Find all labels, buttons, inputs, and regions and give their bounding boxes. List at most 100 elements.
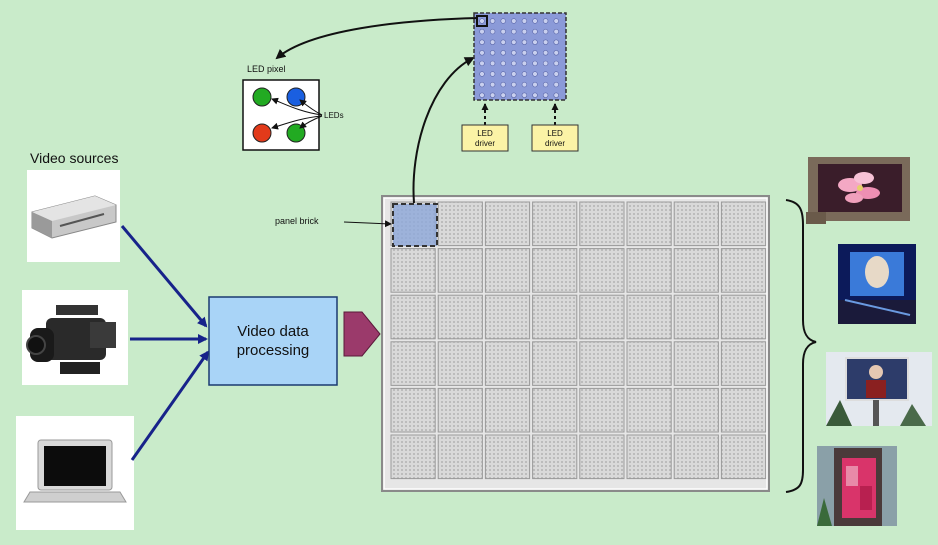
panel-brick bbox=[579, 201, 625, 247]
leds-label: LEDs bbox=[324, 111, 344, 120]
panel-brick bbox=[673, 294, 719, 340]
video-sources-label: Video sources bbox=[30, 150, 118, 166]
panel-brick bbox=[673, 248, 719, 293]
module-led bbox=[479, 60, 485, 67]
led-module bbox=[473, 12, 567, 101]
module-led bbox=[532, 18, 538, 24]
panel-brick bbox=[720, 341, 767, 386]
module-led bbox=[489, 39, 496, 45]
module-led bbox=[532, 28, 538, 35]
panel-brick bbox=[390, 248, 436, 293]
panel-brick bbox=[532, 387, 578, 433]
panel-brick bbox=[390, 387, 436, 433]
module-led bbox=[532, 81, 538, 88]
module-pixel-highlight bbox=[476, 15, 488, 27]
panel-brick-highlight bbox=[392, 203, 438, 247]
panel-brick bbox=[484, 341, 531, 386]
module-led bbox=[500, 81, 506, 88]
module-led bbox=[500, 71, 506, 77]
module-led bbox=[500, 39, 506, 45]
module-led bbox=[489, 50, 496, 56]
module-led bbox=[521, 18, 528, 24]
module-led bbox=[542, 18, 549, 24]
panel-brick bbox=[484, 434, 531, 480]
panel-brick bbox=[673, 434, 719, 480]
module-led bbox=[553, 28, 559, 35]
panel-brick bbox=[532, 341, 578, 386]
panel-brick bbox=[626, 341, 672, 386]
led-driver-2-line1: LED bbox=[547, 129, 563, 138]
panel-brick bbox=[437, 201, 483, 247]
panel-brick bbox=[720, 387, 767, 433]
panel-brick bbox=[579, 294, 625, 340]
module-led bbox=[489, 81, 496, 88]
module-led bbox=[489, 92, 496, 98]
module-led bbox=[542, 60, 549, 67]
panel-brick bbox=[437, 434, 483, 480]
module-led bbox=[479, 18, 485, 24]
panel-brick bbox=[390, 294, 436, 340]
panel-brick bbox=[437, 294, 483, 340]
led-circle bbox=[286, 87, 306, 107]
module-led bbox=[511, 81, 517, 88]
panel-brick bbox=[673, 201, 719, 247]
module-led bbox=[479, 39, 485, 45]
module-led bbox=[553, 81, 559, 88]
panel-brick-grid bbox=[390, 201, 767, 480]
module-led bbox=[479, 92, 485, 98]
panel-brick bbox=[532, 248, 578, 293]
module-led bbox=[542, 28, 549, 35]
module-led bbox=[542, 39, 549, 45]
brick-to-module-arrow bbox=[412, 57, 475, 204]
module-led bbox=[553, 50, 559, 56]
module-led bbox=[532, 50, 538, 56]
example-building-display-icon bbox=[817, 446, 897, 526]
module-led bbox=[500, 92, 506, 98]
panel-brick bbox=[579, 387, 625, 433]
module-led bbox=[521, 81, 528, 88]
module-led bbox=[521, 92, 528, 98]
panel-brick bbox=[579, 434, 625, 480]
module-led bbox=[500, 28, 506, 35]
panel-brick bbox=[626, 294, 672, 340]
module-led bbox=[511, 28, 517, 35]
curly-brace bbox=[785, 199, 817, 493]
panel-brick bbox=[720, 434, 767, 480]
panel-brick bbox=[484, 294, 531, 340]
module-led bbox=[521, 28, 528, 35]
module-led bbox=[489, 71, 496, 77]
module-led bbox=[542, 71, 549, 77]
module-led bbox=[489, 18, 496, 24]
module-led bbox=[511, 92, 517, 98]
led-pixel-box bbox=[242, 79, 320, 151]
module-led bbox=[511, 39, 517, 45]
module-led bbox=[553, 60, 559, 67]
led-module-grid bbox=[479, 18, 559, 98]
module-led bbox=[532, 60, 538, 67]
panel-brick-label: panel brick bbox=[275, 216, 319, 226]
video-data-processing-box: Video data processing bbox=[208, 296, 338, 386]
module-led bbox=[500, 18, 506, 24]
module-led bbox=[532, 92, 538, 98]
camcorder-icon bbox=[22, 290, 128, 385]
module-led bbox=[521, 71, 528, 77]
panel-brick bbox=[484, 201, 531, 247]
panel-brick bbox=[579, 248, 625, 293]
panel-brick bbox=[437, 248, 483, 293]
module-led bbox=[511, 60, 517, 67]
panel-brick bbox=[437, 341, 483, 386]
led-circle bbox=[252, 123, 272, 143]
leds-pointer-arrows bbox=[271, 97, 323, 130]
panel-brick bbox=[484, 387, 531, 433]
example-billboard-display-icon bbox=[826, 352, 932, 426]
panel-brick bbox=[437, 387, 483, 433]
module-led bbox=[553, 39, 559, 45]
panel-brick bbox=[673, 341, 719, 386]
module-led bbox=[479, 28, 485, 35]
module-to-pixel-arrow bbox=[275, 17, 479, 60]
module-led bbox=[511, 18, 517, 24]
module-led bbox=[532, 39, 538, 45]
led-driver-1: LED driver bbox=[461, 103, 509, 152]
panel-brick bbox=[626, 201, 672, 247]
